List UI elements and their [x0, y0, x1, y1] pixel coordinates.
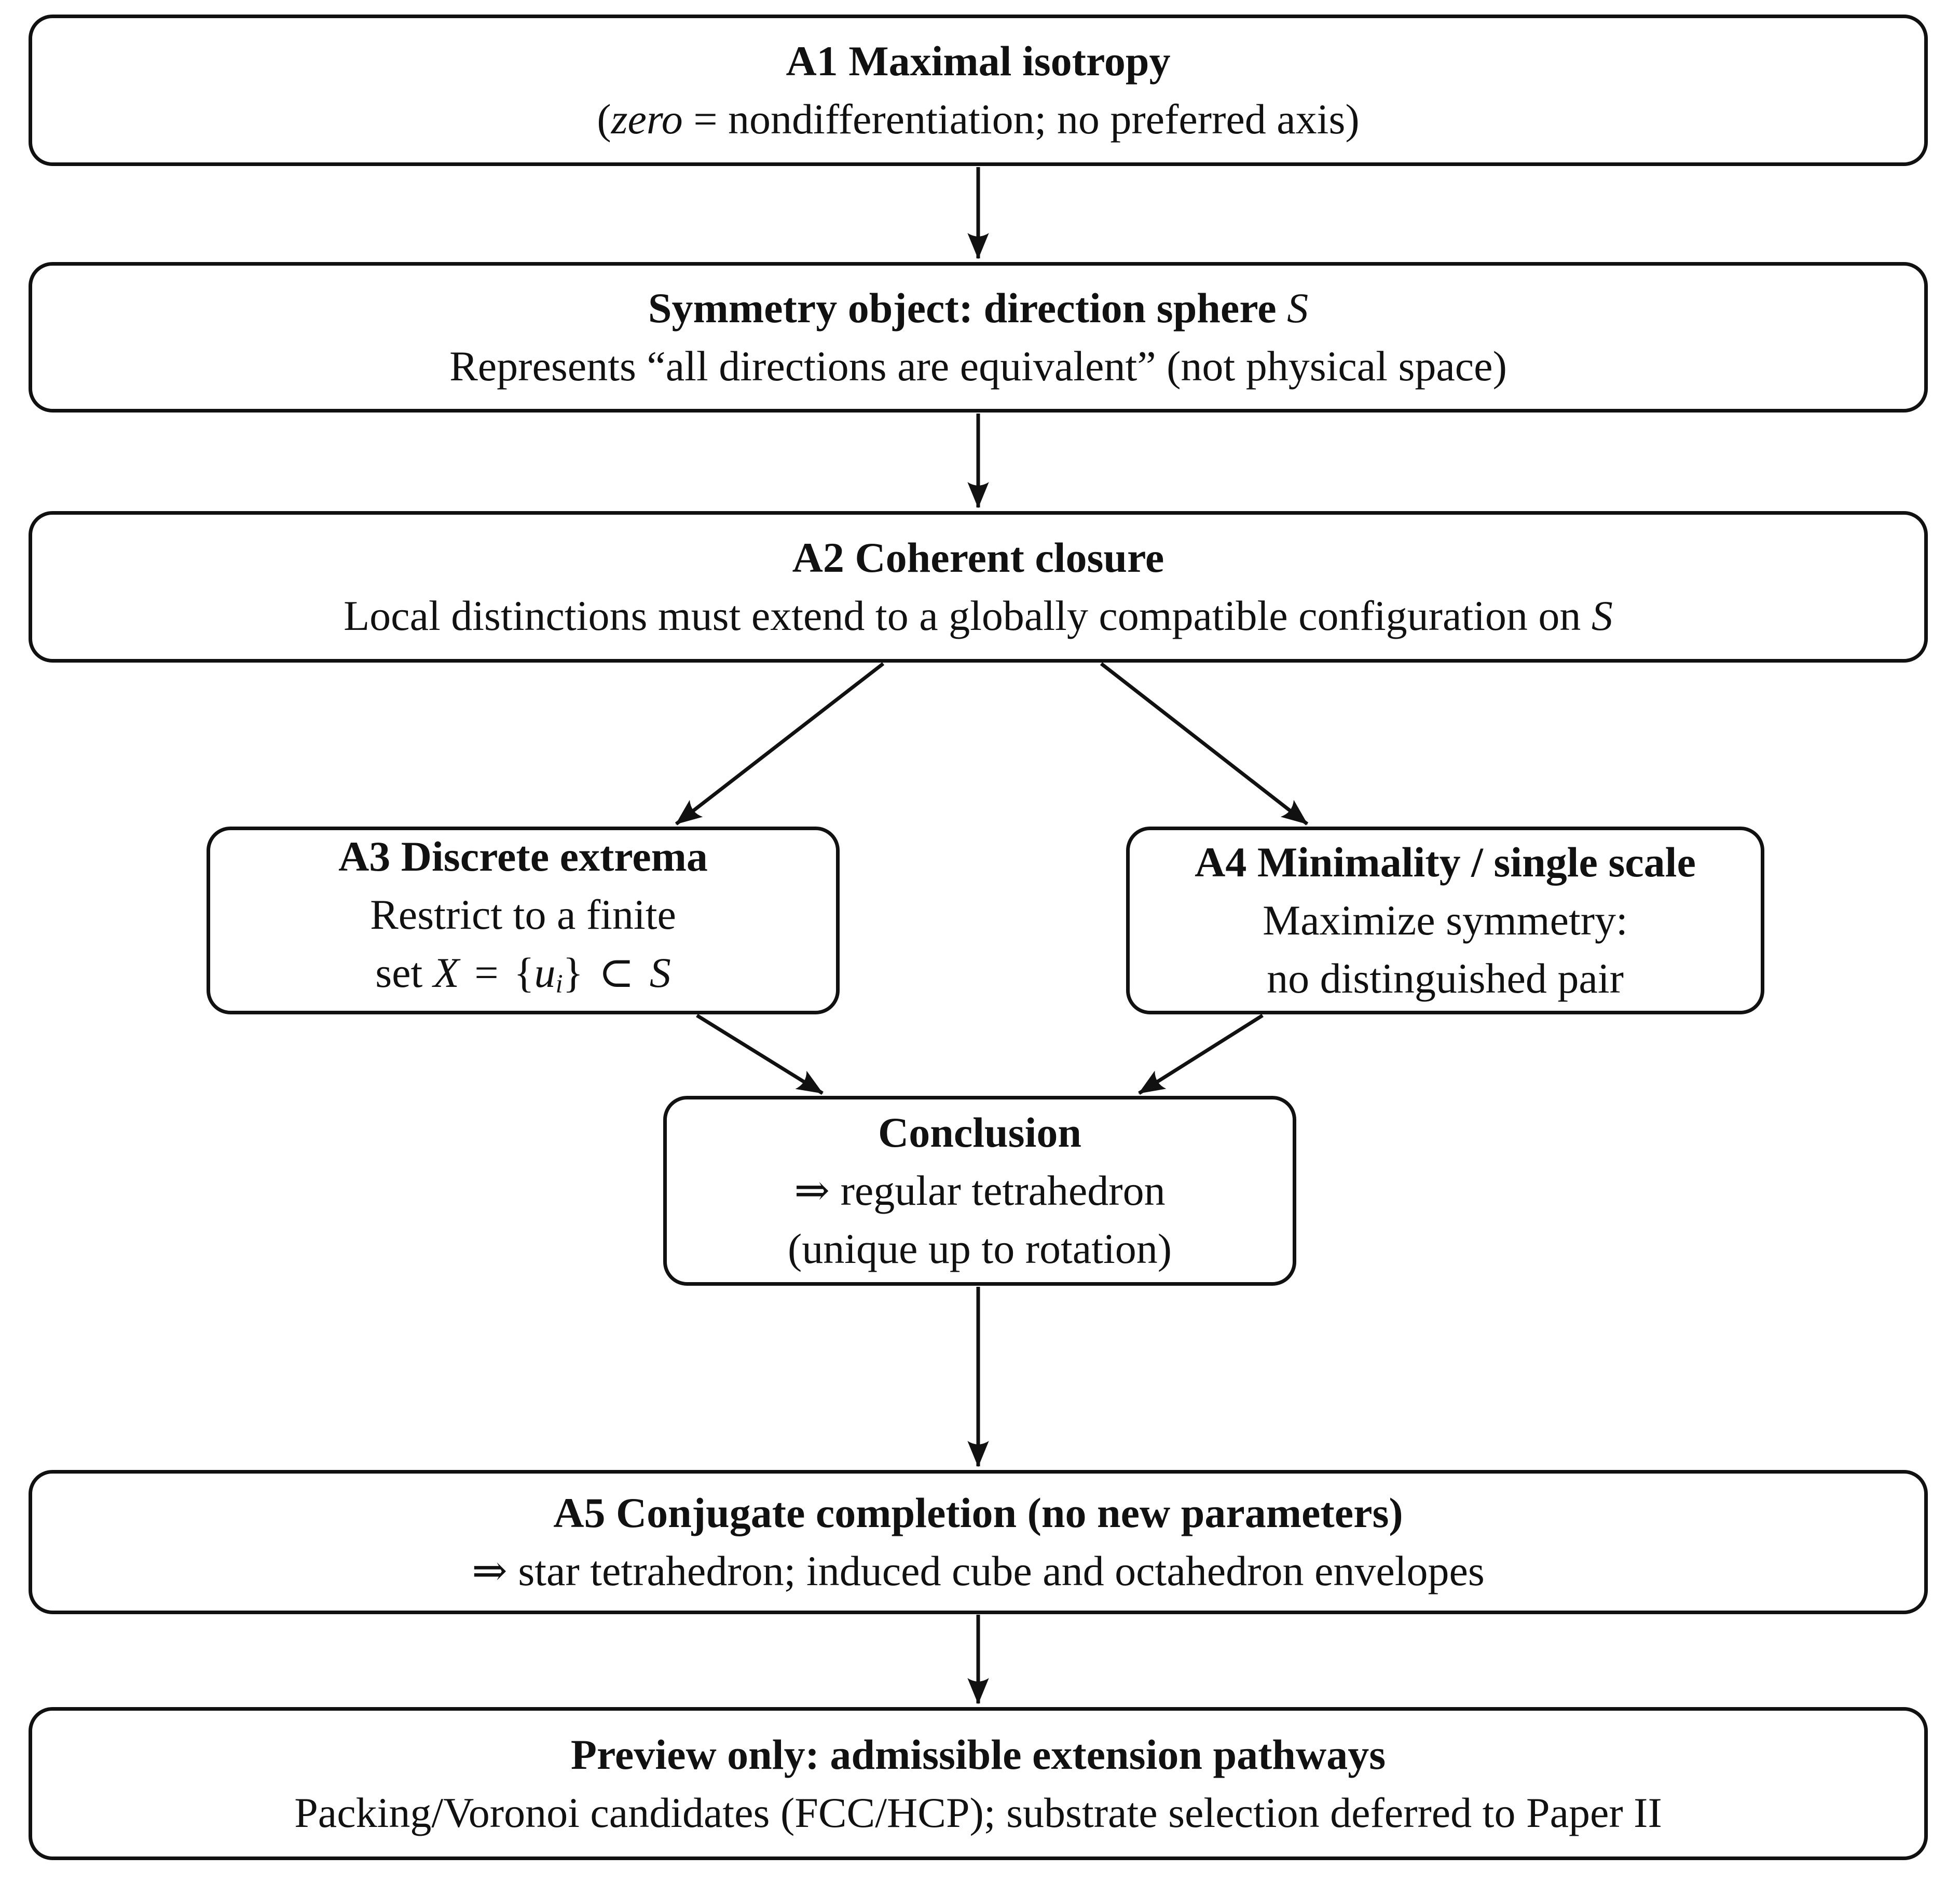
node-conclusion-line2: ⇒ regular tetrahedron	[794, 1167, 1166, 1214]
node-preview-pathways: Preview only: admissible extension pathw…	[29, 1707, 1928, 1860]
formula-brace-close: }	[563, 949, 584, 997]
formula-equals-sign: =	[474, 949, 499, 997]
node-a4-line2: Maximize symmetry:	[1263, 897, 1628, 944]
formula-var-u: u	[534, 949, 556, 997]
formula-brace-open: {	[514, 949, 534, 997]
arrow-a2-to-a4	[1100, 662, 1309, 826]
node-symmetry-object: Symmetry object: direction sphere S Repr…	[29, 262, 1928, 412]
formula-set-label: set	[375, 949, 433, 997]
node-conclusion-title: Conclusion	[878, 1109, 1081, 1156]
arrow-a4-to-conclusion	[1138, 1014, 1264, 1095]
node-a5-title: A5 Conjugate completion (no new paramete…	[553, 1489, 1403, 1536]
node-a1-title: A1 Maximal isotropy	[786, 37, 1171, 85]
node-sym-subtitle: Represents “all directions are equivalen…	[449, 342, 1507, 390]
node-a3-discrete-extrema: A3 Discrete extrema Restrict to a finite…	[207, 827, 840, 1014]
node-a1-subtitle: (zero = nondifferentiation; no preferred…	[597, 90, 1359, 148]
formula-var-X: X	[433, 949, 459, 997]
node-a1-maximal-isotropy: A1 Maximal isotropy (zero = nondifferent…	[29, 15, 1928, 166]
node-a1-subtitle-open: (	[597, 95, 611, 143]
node-preview-line2: Packing/Voronoi candidates (FCC/HCP); su…	[294, 1789, 1662, 1836]
node-a3-line2: Restrict to a finite	[370, 891, 676, 939]
arrow-a3-to-conclusion	[696, 1014, 824, 1095]
node-a2-subtitle-var-S: S	[1591, 592, 1613, 639]
node-a3-formula: set X = {ui} ⊂ S	[375, 944, 671, 1013]
formula-var-S: S	[649, 949, 671, 997]
node-a2-subtitle: Local distinctions must extend to a glob…	[344, 587, 1613, 645]
node-conclusion-line3: (unique up to rotation)	[787, 1225, 1172, 1272]
node-a5-line2: ⇒ star tetrahedron; induced cube and oct…	[472, 1547, 1485, 1594]
node-sym-title-main: Symmetry object: direction sphere	[648, 284, 1287, 332]
node-a1-subtitle-rest: = nondifferentiation; no preferred axis)	[682, 95, 1360, 143]
node-sym-title: Symmetry object: direction sphere S	[648, 279, 1308, 337]
formula-subset-sign: ⊂	[598, 949, 635, 997]
node-a4-line3: no distinguished pair	[1267, 955, 1624, 1002]
node-sym-title-var-S: S	[1287, 284, 1309, 332]
node-a4-minimality: A4 Minimality / single scale Maximize sy…	[1126, 827, 1764, 1014]
node-preview-title: Preview only: admissible extension pathw…	[570, 1730, 1386, 1778]
formula-subscript-i: i	[555, 969, 563, 999]
node-a2-title: A2 Coherent closure	[792, 534, 1164, 581]
node-conclusion: Conclusion ⇒ regular tetrahedron (unique…	[663, 1096, 1296, 1286]
node-a1-subtitle-zero: zero	[611, 95, 683, 143]
node-a5-conjugate-completion: A5 Conjugate completion (no new paramete…	[29, 1470, 1928, 1614]
node-a2-subtitle-main: Local distinctions must extend to a glob…	[344, 592, 1592, 639]
node-a4-title: A4 Minimality / single scale	[1195, 838, 1696, 886]
node-a2-coherent-closure: A2 Coherent closure Local distinctions m…	[29, 511, 1928, 663]
arrow-a2-to-a3	[675, 662, 885, 826]
node-a3-title: A3 Discrete extrema	[338, 833, 708, 881]
